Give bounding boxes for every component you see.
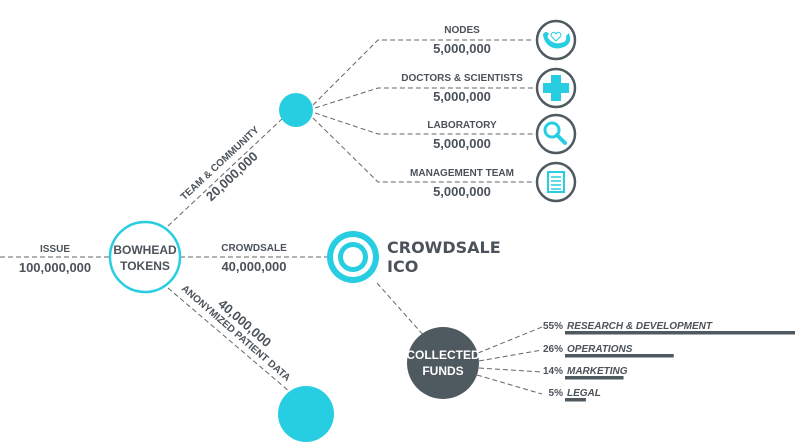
laboratory-amount: 5,000,000: [433, 136, 491, 151]
fund-line-mkt: [478, 367, 543, 373]
team-item-nodes: NODES 5,000,000: [433, 25, 491, 56]
fund-name-rd: RESEARCH & DEVELOPMENT: [567, 321, 713, 332]
management-label: MANAGEMENT TEAM: [410, 168, 514, 179]
patient-branch-label: ANONYMIZED PATIENT DATA: [179, 283, 292, 383]
doctors-label: DOCTORS & SCIENTISTS: [401, 73, 523, 84]
fund-pct-rd: 55%: [543, 321, 563, 332]
team-item-management: MANAGEMENT TEAM 5,000,000: [410, 168, 514, 199]
connector-lines: [0, 39, 543, 395]
fund-item-legal: 5% LEGAL: [549, 388, 601, 402]
nodes-line: [312, 39, 534, 106]
fund-name-legal: LEGAL: [567, 388, 601, 399]
fund-item-operations: 26% OPERATIONS: [543, 344, 674, 358]
ico-title-line1: CROWDSALE: [387, 238, 501, 257]
crowdsale-branch-label: CROWDSALE: [221, 243, 287, 254]
fund-pct-marketing: 14%: [543, 366, 563, 377]
fund-bar-operations: [565, 354, 674, 358]
bowhead-node-line1: BOWHEAD: [113, 243, 177, 257]
patient-line: [167, 287, 291, 393]
fund-item-rd: 55% RESEARCH & DEVELOPMENT: [543, 321, 795, 335]
ico-title-line2: ICO: [387, 257, 418, 276]
team-item-doctors: DOCTORS & SCIENTISTS 5,000,000: [401, 73, 523, 104]
fund-bar-rd: [565, 331, 795, 335]
team-item-laboratory: LABORATORY 5,000,000: [427, 120, 497, 151]
fund-bar-marketing: [565, 376, 624, 380]
funds-breakdown: 55% RESEARCH & DEVELOPMENT 26% OPERATION…: [543, 321, 795, 402]
fund-line-ops: [478, 349, 543, 362]
doctors-line: [314, 87, 534, 109]
fund-item-marketing: 14% MARKETING: [543, 366, 628, 380]
crowdsale-ico-node: [327, 231, 379, 283]
patient-data-node: [278, 386, 334, 442]
team-community-node: [279, 93, 313, 127]
fund-pct-legal: 5%: [549, 388, 564, 399]
collected-funds-node: [407, 327, 479, 399]
funds-node-line1: COLLECTED: [406, 348, 480, 362]
fund-name-operations: OPERATIONS: [567, 344, 633, 355]
document-icon: [535, 161, 577, 203]
laboratory-label: LABORATORY: [427, 120, 497, 131]
fund-line-rd: [477, 326, 543, 354]
fund-name-marketing: MARKETING: [567, 366, 628, 377]
management-amount: 5,000,000: [433, 184, 491, 199]
laboratory-line: [314, 112, 534, 135]
doctors-amount: 5,000,000: [433, 89, 491, 104]
nodes-label: NODES: [444, 25, 480, 36]
magnifier-icon: [535, 113, 577, 155]
fund-pct-operations: 26%: [543, 344, 563, 355]
whale-heart-icon: [535, 19, 577, 61]
team-line: [167, 117, 284, 227]
bowhead-node-line2: TOKENS: [120, 259, 170, 273]
issue-label: ISSUE: [40, 244, 70, 255]
fund-line-legal: [476, 374, 543, 395]
bowhead-tokens-node: [108, 220, 182, 294]
fund-bar-legal: [565, 398, 586, 402]
crowdsale-branch-amount: 40,000,000: [221, 259, 286, 274]
plus-cross-icon: [535, 67, 577, 109]
nodes-amount: 5,000,000: [433, 41, 491, 56]
funds-node-line2: FUNDS: [422, 364, 463, 378]
issue-amount: 100,000,000: [19, 260, 91, 275]
ico-funds-line: [376, 282, 426, 338]
management-line: [312, 117, 534, 183]
